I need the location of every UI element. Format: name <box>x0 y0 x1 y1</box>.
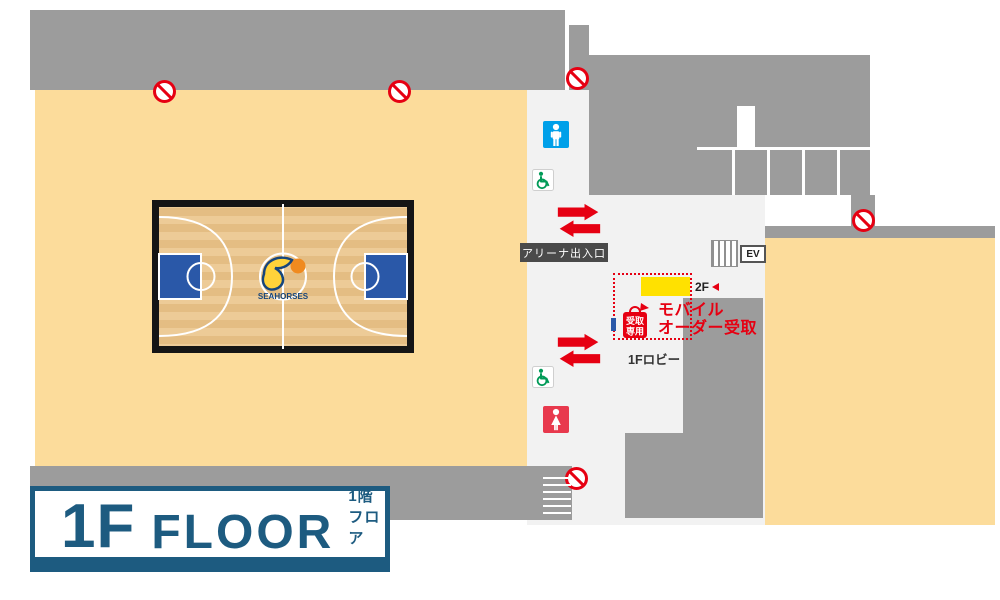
mobile-order-label-line2: オーダー受取 <box>658 320 758 337</box>
wall-right-seating-cap <box>765 226 995 238</box>
floor-title-number: 1F <box>61 492 136 562</box>
floor2-direction: 2F <box>695 280 720 294</box>
wheelchair-icon <box>532 366 554 388</box>
womens-restroom-icon <box>543 406 569 433</box>
room-partition-line <box>697 147 870 150</box>
room-partition-line <box>802 150 805 195</box>
floor-title-box: 1F FLOOR 1階フロア <box>30 486 390 572</box>
elevator-label: EV <box>740 245 766 263</box>
mobile-order-counter-highlight <box>641 277 690 296</box>
wheelchair-icon <box>532 169 554 191</box>
arena-exit-label: アリーナ出入口 <box>520 243 608 262</box>
wall-bottom-right-block <box>625 433 763 518</box>
two-way-entrance-arrows-icon <box>557 203 601 237</box>
mens-restroom-icon <box>543 121 569 148</box>
stairs-icon <box>543 477 571 517</box>
room-partition-line <box>732 150 735 195</box>
room-partition-slot <box>737 106 755 150</box>
lobby-label: 1Fロビー <box>628 353 681 367</box>
floor-title-japanese: 1階フロア <box>348 488 381 547</box>
no-entry-icon <box>566 67 589 90</box>
right-seating-area <box>765 238 995 525</box>
wall-upper-right-block <box>589 55 870 195</box>
bag-text-top: 受取 <box>626 315 645 326</box>
bag-text-bottom: 専用 <box>626 326 644 337</box>
two-way-entrance-arrows-icon <box>557 333 601 367</box>
no-entry-icon <box>852 209 875 232</box>
floor-title-word: FLOOR <box>151 505 335 559</box>
stairs-icon <box>711 240 738 267</box>
mobile-order-zone <box>613 273 692 340</box>
basketball-court: SEAHORSES <box>152 200 414 353</box>
room-partition-line <box>767 150 770 195</box>
no-entry-icon <box>388 80 411 103</box>
mobile-order-label: モバイル オーダー受取 <box>658 302 757 338</box>
wall-top-band <box>30 10 565 90</box>
team-logo-icon: SEAHORSES <box>258 256 309 301</box>
blue-marker <box>611 318 616 331</box>
pickup-bag-icon: 受取 専用 <box>623 303 649 338</box>
floor2-label: 2F <box>695 280 710 294</box>
room-partition-line <box>837 150 840 195</box>
left-arrow-icon <box>712 283 720 291</box>
no-entry-icon <box>153 80 176 103</box>
mobile-order-label-line1: モバイル <box>658 302 725 319</box>
team-logo-text: SEAHORSES <box>258 292 309 301</box>
wall-mid-right-slab <box>683 298 763 433</box>
